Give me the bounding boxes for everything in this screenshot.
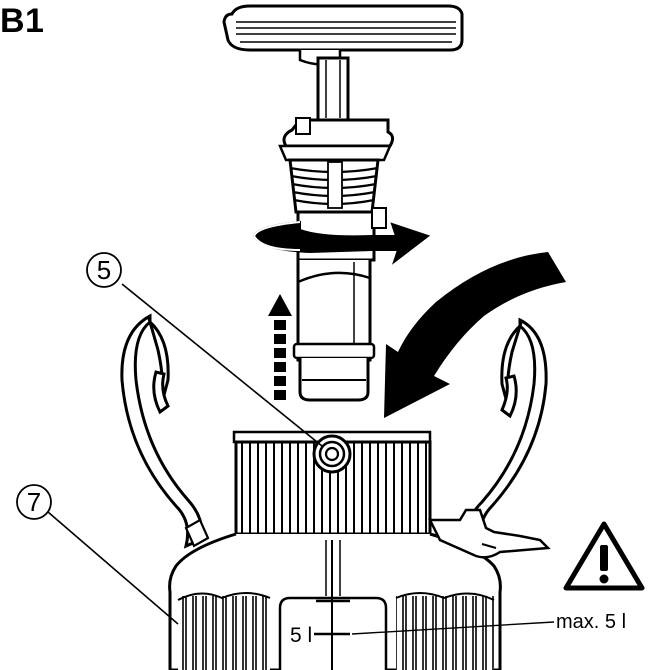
pump-head — [278, 117, 395, 402]
tank-body — [168, 508, 551, 670]
max-fill-label: max. 5 l — [556, 611, 626, 633]
figure-label: B1 — [0, 2, 45, 40]
callout-7-circle — [16, 484, 52, 520]
pump-handle — [222, 4, 464, 66]
pressure-valve — [312, 434, 352, 474]
warning-triangle-icon — [563, 521, 645, 591]
callout-5-circle — [86, 252, 122, 288]
callout-5: 5 — [86, 252, 323, 447]
callout-5-number: 5 — [97, 255, 111, 285]
callout-7-number: 7 — [27, 487, 41, 517]
dashed-up-arrow-icon — [268, 294, 292, 400]
callout-7: 7 — [16, 484, 179, 625]
max-fill-leader — [351, 621, 555, 635]
rotate-arrow-icon — [252, 220, 431, 265]
scale-mark-label: 5 l — [290, 624, 312, 647]
piston-rod — [316, 56, 350, 122]
curved-insert-arrow-icon — [384, 252, 566, 418]
